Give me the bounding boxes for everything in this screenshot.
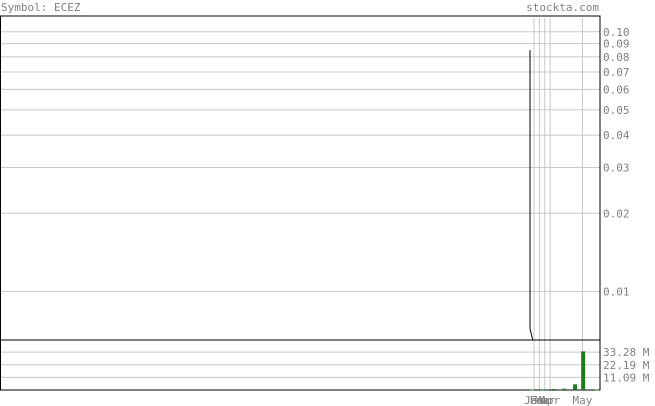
price-tick-label: 0.04 — [603, 129, 630, 142]
price-panel: 0.100.090.08 0.07 0.06 0.05 0.04 0.03 0.02 0.01 — [0, 15, 630, 390]
volume-tick-label: 33.28 M — [603, 346, 650, 359]
month-tick-label: Mar — [535, 394, 555, 406]
price-tick-label: 0.10 — [603, 26, 630, 39]
volume-bar — [594, 389, 599, 391]
price-line — [529, 50, 600, 341]
volume-tick-label: 11.09 M — [603, 371, 650, 384]
month-tick-label: May — [573, 394, 593, 406]
price-tick-label: 0.09 — [603, 38, 630, 51]
volume-panel: 33.28 M22.19 M11.09 M — [0, 339, 650, 391]
month-tick-label: Feb — [529, 394, 549, 406]
price-tick-label: 0.07 — [603, 66, 630, 79]
price-tick-label: 0.08 — [603, 51, 630, 64]
price-tick-label: 0.06 — [603, 83, 630, 96]
price-tick-label: 0.01 — [603, 285, 630, 298]
volume-bar — [530, 389, 534, 391]
volume-bar — [551, 388, 556, 390]
month-tick-label: Jan — [524, 394, 544, 406]
volume-bar — [581, 351, 586, 390]
volume-bar — [562, 388, 567, 390]
volume-frame — [0, 339, 601, 391]
volume-bar — [573, 384, 578, 390]
volume-tick-label: 22.19 M — [603, 359, 650, 372]
price-tick-label: 0.02 — [603, 207, 630, 220]
month-tick-label: Apr — [540, 394, 560, 406]
site-label: stockta.com — [526, 1, 599, 14]
volume-bar — [540, 389, 545, 391]
price-tick-label: 0.03 — [603, 162, 630, 175]
symbol-label: Symbol: ECEZ — [1, 1, 81, 14]
price-tick-label: 0.05 — [603, 104, 630, 117]
